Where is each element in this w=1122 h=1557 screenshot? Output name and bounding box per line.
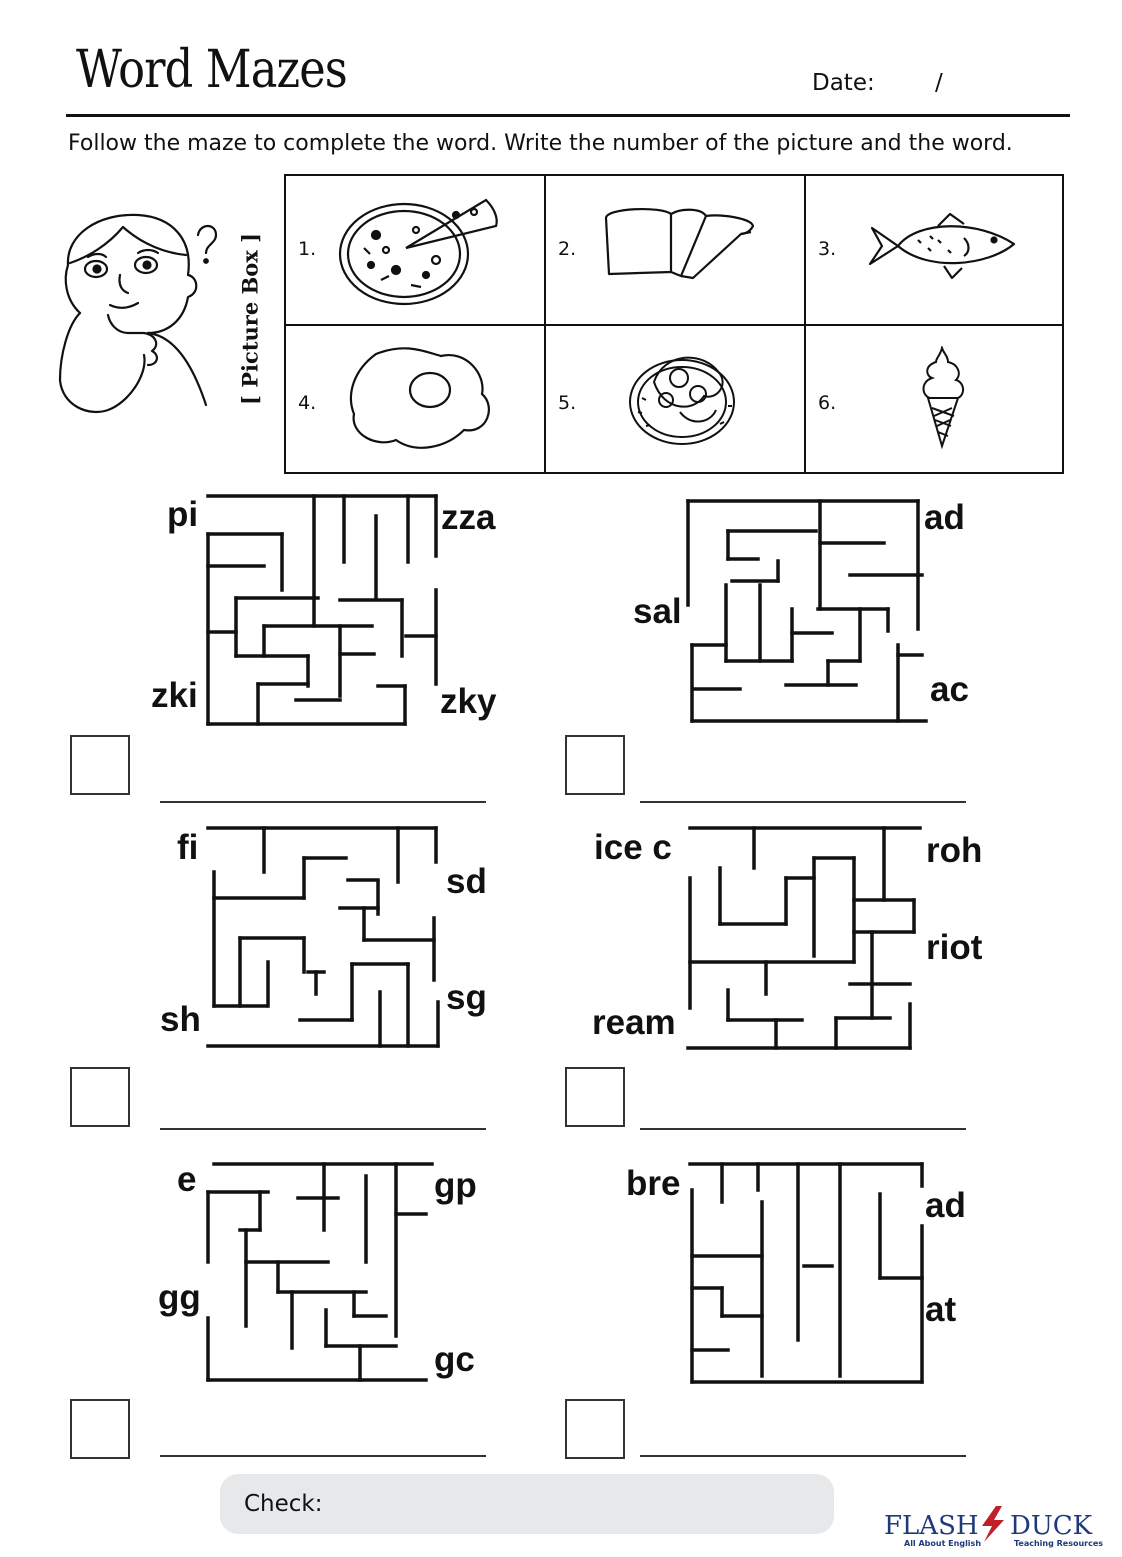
maze-4	[686, 826, 922, 1050]
picture-cell-2: 2.	[546, 176, 806, 326]
maze-2-start: sal	[633, 592, 682, 631]
maze-6-ending-2: at	[925, 1290, 957, 1329]
maze-1-start: pi	[167, 495, 199, 534]
check-label: Check:	[244, 1491, 323, 1517]
picture-box: 1. 2. 3. 4.	[284, 174, 1064, 474]
answer-number-box-2[interactable]	[565, 735, 625, 795]
date-separator: /	[935, 70, 943, 96]
picture-number: 3.	[818, 238, 837, 260]
brand-tagline-right: Teaching Resources	[1014, 1539, 1103, 1548]
answer-number-box-6[interactable]	[565, 1399, 625, 1459]
maze-5-start: e	[177, 1160, 197, 1199]
picture-cell-4: 4.	[286, 326, 546, 472]
maze-2	[686, 499, 928, 723]
maze-3-ending-2: sg	[446, 978, 487, 1017]
instructions: Follow the maze to complete the word. Wr…	[68, 131, 1013, 156]
salad-icon	[629, 356, 735, 445]
maze-5	[206, 1162, 434, 1382]
maze-5-ending-2: gg	[158, 1278, 201, 1317]
fish-icon	[868, 212, 1016, 280]
picture-number: 1.	[298, 238, 317, 260]
picture-number: 5.	[558, 392, 577, 414]
brand-tagline-left: All About English	[904, 1539, 981, 1548]
maze-6-ending-1: ad	[925, 1186, 966, 1225]
picture-number: 2.	[558, 238, 577, 260]
maze-5-ending-3: gc	[434, 1340, 475, 1379]
brand-logo: FLASH DUCK All About English Teaching Re…	[884, 1502, 1114, 1550]
ice-cream-icon	[922, 346, 964, 450]
bread-icon	[604, 207, 755, 280]
maze-6-start: bre	[626, 1164, 681, 1203]
picture-box-label: [ Picture Box ]	[237, 232, 263, 406]
maze-2-ending-2: ac	[930, 670, 969, 709]
lightning-bolt-icon	[982, 1506, 1004, 1542]
pizza-icon	[338, 198, 498, 306]
maze-6	[688, 1162, 924, 1384]
picture-cell-1: 1.	[286, 176, 546, 326]
answer-number-box-4[interactable]	[565, 1067, 625, 1127]
answer-line-2[interactable]	[640, 801, 966, 803]
answer-line-3[interactable]	[160, 1128, 486, 1130]
brand-name-left: FLASH	[884, 1511, 979, 1541]
maze-1-ending-1: zza	[441, 498, 496, 537]
picture-number: 4.	[298, 392, 317, 414]
answer-number-box-3[interactable]	[70, 1067, 130, 1127]
answer-line-5[interactable]	[160, 1455, 486, 1457]
maze-2-ending-1: ad	[924, 498, 965, 537]
answer-number-box-5[interactable]	[70, 1399, 130, 1459]
picture-cell-5: 5.	[546, 326, 806, 472]
maze-4-ending-1: roh	[926, 831, 983, 870]
page-title: Word Mazes	[76, 40, 348, 100]
maze-3-ending-3: sh	[160, 1000, 201, 1039]
answer-number-box-1[interactable]	[70, 735, 130, 795]
maze-4-start: ice c	[594, 828, 672, 867]
maze-3	[206, 826, 440, 1048]
picture-cell-6: 6.	[806, 326, 1062, 472]
egg-icon	[349, 347, 490, 449]
maze-4-ending-2: riot	[926, 928, 983, 967]
answer-line-4[interactable]	[640, 1128, 966, 1130]
picture-number: 6.	[818, 392, 837, 414]
maze-3-start: fi	[177, 828, 199, 867]
thinking-boy-icon	[58, 213, 218, 414]
maze-1	[206, 494, 438, 726]
date-label: Date:	[812, 70, 875, 96]
maze-1-ending-2: zki	[151, 676, 198, 715]
brand-name-right: DUCK	[1010, 1511, 1093, 1541]
title-divider	[66, 114, 1070, 117]
answer-line-1[interactable]	[160, 801, 486, 803]
maze-1-ending-3: zky	[440, 682, 497, 721]
answer-line-6[interactable]	[640, 1455, 966, 1457]
check-bar	[220, 1474, 834, 1534]
picture-cell-3: 3.	[806, 176, 1062, 326]
maze-5-ending-1: gp	[434, 1166, 477, 1205]
maze-3-ending-1: sd	[446, 862, 487, 901]
maze-4-ending-3: ream	[592, 1003, 676, 1042]
